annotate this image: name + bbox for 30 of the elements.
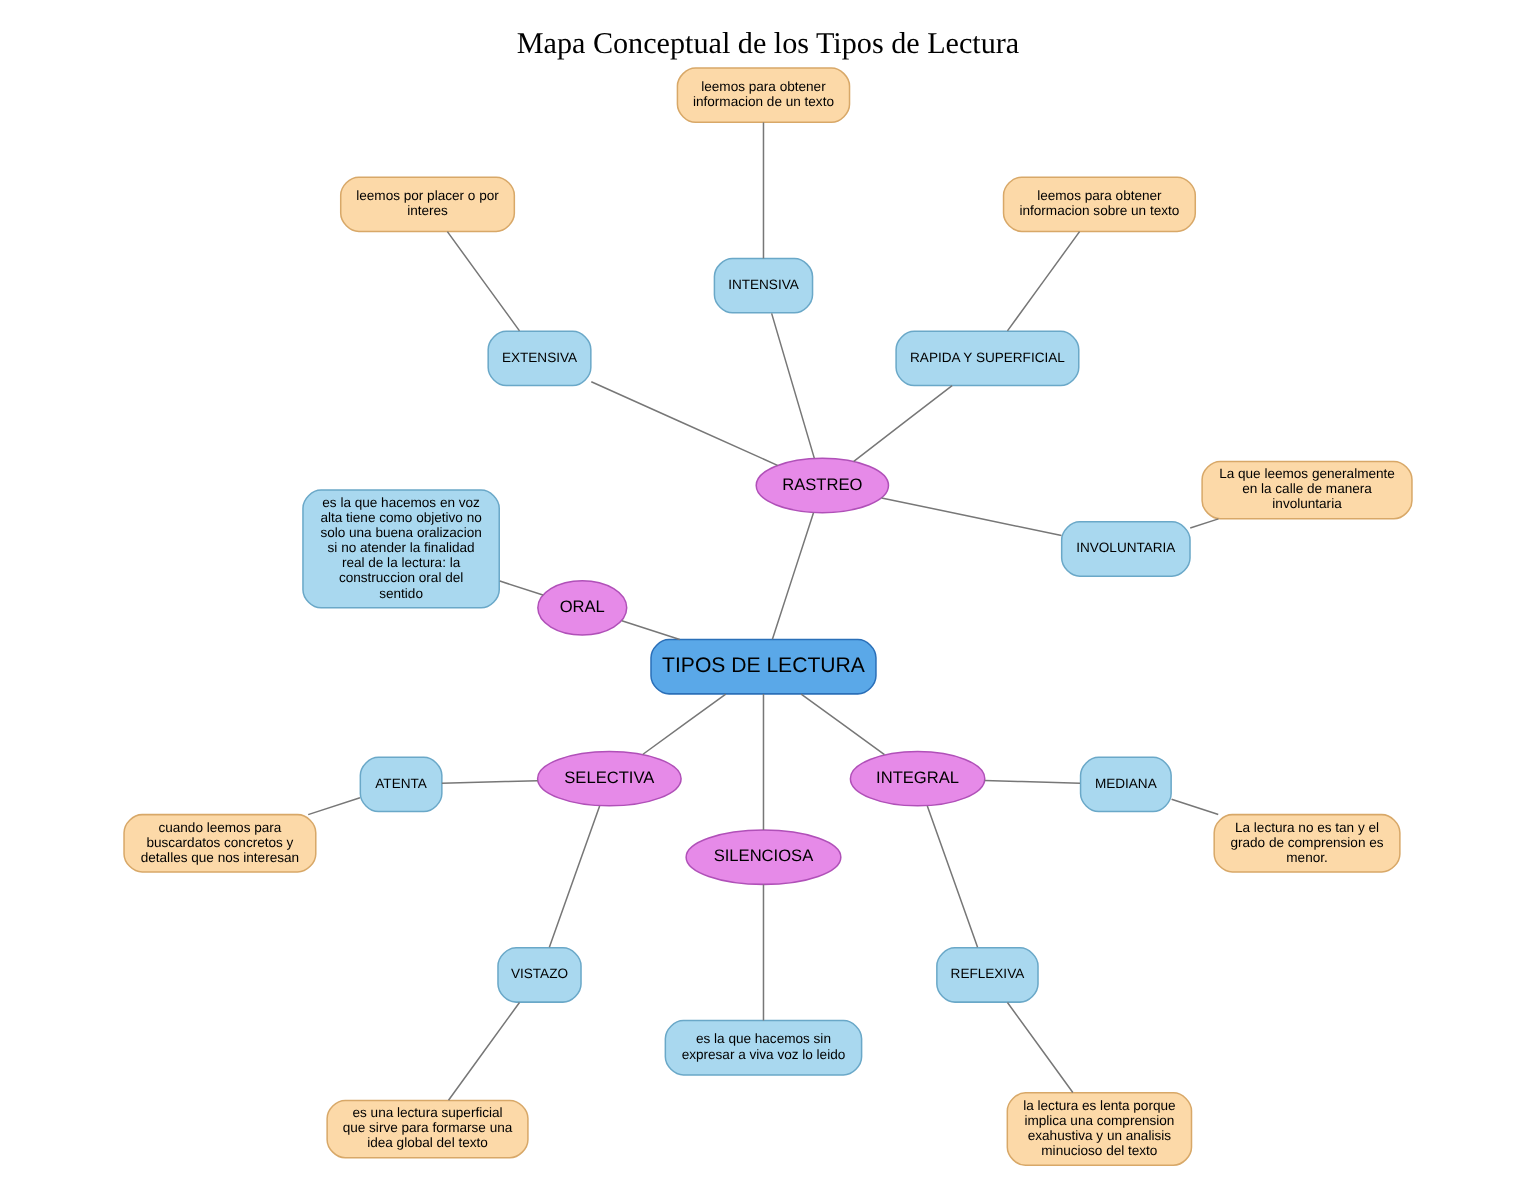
connector bbox=[800, 693, 886, 756]
connector bbox=[762, 883, 765, 1022]
connector bbox=[770, 312, 816, 459]
connector bbox=[771, 511, 815, 640]
connector bbox=[926, 805, 979, 948]
connector bbox=[1006, 1001, 1074, 1094]
connector bbox=[1006, 230, 1081, 332]
node-ellipse: RASTREO bbox=[755, 457, 890, 514]
connector bbox=[642, 693, 727, 755]
connector bbox=[880, 497, 1063, 537]
connector bbox=[548, 805, 601, 948]
connector bbox=[447, 1001, 521, 1101]
diagram-title: Mapa Conceptual de los Tipos de Lectura bbox=[516, 28, 1020, 61]
connector bbox=[307, 797, 361, 816]
connector bbox=[441, 779, 539, 785]
connector bbox=[1170, 798, 1219, 816]
connector bbox=[499, 580, 544, 596]
connector bbox=[762, 693, 765, 831]
connector bbox=[621, 619, 681, 641]
node-ellipse: ORAL bbox=[537, 579, 628, 636]
node-ellipse: SILENCIOSA bbox=[685, 829, 842, 886]
connector bbox=[853, 384, 953, 463]
connector bbox=[762, 121, 765, 260]
node-ellipse: INTEGRAL bbox=[849, 750, 986, 807]
node-ellipse: SELECTIVA bbox=[536, 750, 682, 807]
connector bbox=[983, 779, 1081, 784]
node-box: TIPOS DE LECTURA bbox=[650, 638, 877, 695]
connector bbox=[446, 230, 521, 332]
connector bbox=[590, 380, 779, 467]
connector bbox=[1189, 518, 1220, 529]
